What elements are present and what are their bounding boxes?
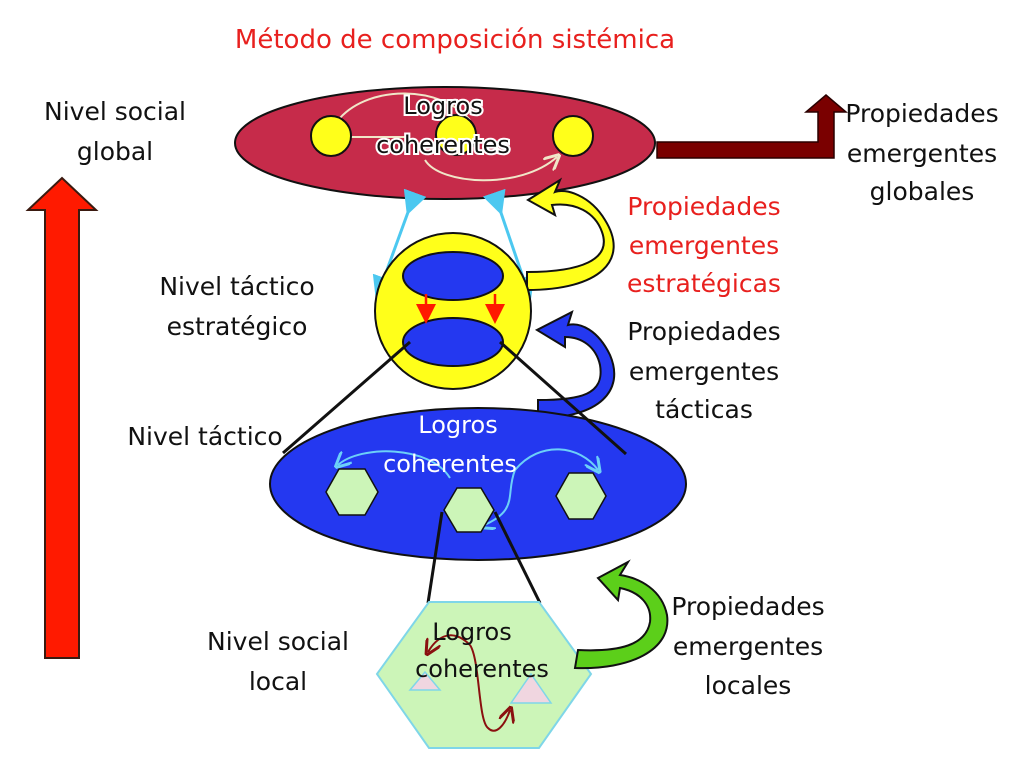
strategic-properties-arrow — [526, 177, 615, 292]
global-properties-line1: Propiedades — [845, 99, 998, 128]
diagram-title: Método de composición sistémica — [235, 25, 675, 55]
tactical-properties-arrow — [534, 310, 616, 420]
tactical-link-arrow-center — [482, 469, 516, 526]
local-link-arrow-right — [469, 644, 510, 732]
level-up-arrow — [25, 176, 99, 659]
tactical-inner-label-line1: Logros — [418, 411, 497, 439]
connector-line — [426, 511, 444, 604]
connector-line — [493, 511, 542, 604]
strategic-ellipse-bottom — [402, 317, 504, 367]
local-properties-line3: locales — [705, 671, 792, 700]
global-properties-line3: globales — [870, 177, 975, 206]
level-tactical-strategic-line2: estratégico — [167, 312, 308, 341]
tactical-properties-line2: emergentes — [629, 357, 779, 386]
tactical-hexagon-2 — [443, 487, 495, 533]
global-inner-label-line2: coherentes — [376, 131, 510, 159]
local-properties-line2: emergentes — [673, 632, 823, 661]
global-node-1 — [310, 115, 352, 157]
strategic-properties-line1: Propiedades — [627, 192, 780, 221]
strategic-properties-line3: estratégicas — [627, 269, 781, 298]
local-properties-line1: Propiedades — [671, 592, 824, 621]
tactical-hexagon-3 — [555, 472, 607, 520]
tactical-inner-label-line2: coherentes — [383, 450, 517, 478]
tactical-hexagon-1 — [325, 468, 379, 516]
strategic-ellipse-top — [402, 251, 504, 301]
level-local-line2: local — [249, 667, 307, 696]
local-inner-label-line1: Logros — [432, 618, 511, 646]
strategic-properties-line2: emergentes — [629, 231, 779, 260]
tactical-properties-line3: tácticas — [655, 395, 753, 424]
local-link-arrow-left — [428, 634, 471, 652]
global-link-curve — [339, 92, 471, 121]
tactical-properties-line1: Propiedades — [627, 317, 780, 346]
global-node-2 — [435, 114, 477, 156]
global-properties-line2: emergentes — [847, 139, 997, 168]
global-link-arrow — [424, 157, 557, 182]
level-tactical-strategic-line1: Nivel táctico — [159, 272, 314, 301]
global-node-3 — [552, 115, 594, 157]
global-properties-arrow — [656, 94, 849, 159]
global-inner-label-line1: Logros — [403, 92, 482, 120]
local-triangle-1 — [408, 670, 442, 691]
local-inner-label-line2: coherentes — [415, 655, 549, 683]
tactical-link-arrow-left — [338, 450, 451, 479]
level-global-line1: Nivel social — [44, 97, 186, 126]
tactical-link-arrow-right — [514, 448, 598, 470]
level-global-line2: global — [77, 137, 153, 166]
local-properties-arrow — [573, 559, 669, 670]
local-triangle-2 — [509, 672, 553, 704]
connector-line — [499, 340, 627, 456]
tactical-ellipse — [269, 407, 687, 561]
level-local-line1: Nivel social — [207, 627, 349, 656]
connector-line — [282, 340, 411, 455]
level-tactical: Nivel táctico — [127, 422, 282, 451]
